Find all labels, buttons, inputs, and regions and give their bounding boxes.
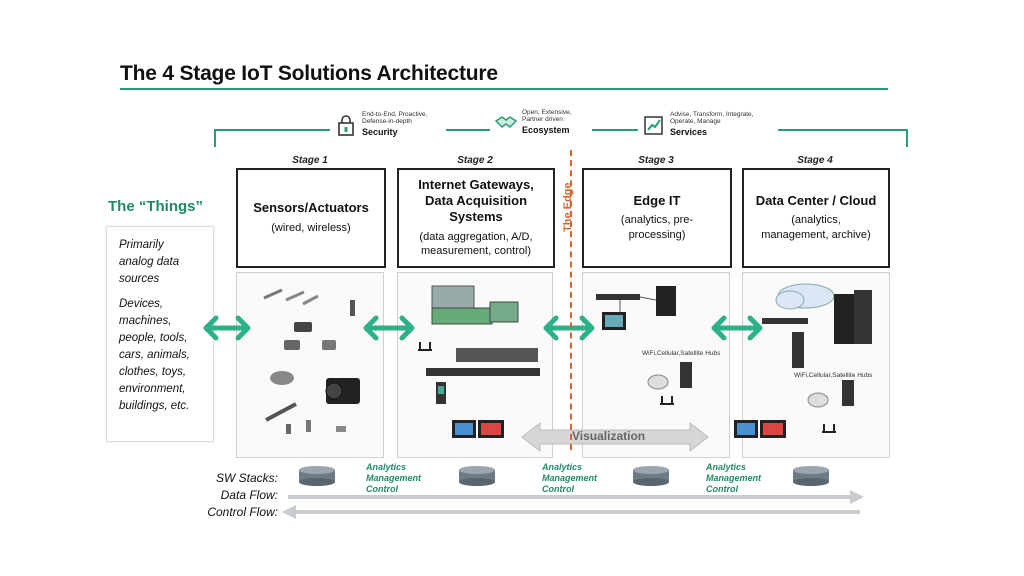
control-flow-arrow (282, 505, 860, 519)
amc-label-3: Analytics Management Control (706, 462, 761, 495)
stage-4-box: Data Center / Cloud (analytics, manageme… (742, 168, 890, 268)
amc-label-1: Analytics Management Control (366, 462, 421, 495)
amc-label-2: Analytics Management Control (542, 462, 597, 495)
amc-line: Management (366, 473, 422, 483)
things-line: Primarily (119, 239, 164, 251)
things-box: Primarily analog data sources Devices, m… (106, 226, 214, 442)
stage-1-sub: (wired, wireless) (271, 221, 351, 234)
control-flow-label: Control Flow: (207, 505, 278, 519)
things-title: The “Things” (108, 198, 203, 215)
stage-1-label: Stage 1 (292, 155, 328, 166)
amc-line: Control (706, 484, 738, 494)
stage-3-title: Edge IT (633, 193, 681, 209)
stage-4-label: Stage 4 (797, 155, 833, 166)
sw-stack-icon (459, 466, 495, 486)
amc-line: Analytics (542, 462, 583, 472)
ecosystem-service: Open, Extensive, Partner driven Ecosyste… (490, 109, 592, 136)
security-service: End-to-End, Proactive, Defense-in-depth … (330, 111, 446, 138)
lock-icon (338, 114, 354, 136)
page-title: The 4 Stage IoT Solutions Architecture (120, 62, 498, 85)
wifi-hubs-label-stage-4: WiFi,Cellular,Satellite Hubs (794, 372, 873, 379)
stage-2-label: Stage 2 (457, 155, 493, 166)
edge-label: The Edge (562, 182, 574, 232)
stage-3-label: Stage 3 (638, 155, 674, 166)
chart-icon (644, 115, 663, 135)
amc-line: Analytics (366, 462, 407, 472)
stage-2-sub-2: measurement, control) (420, 245, 532, 258)
handshake-icon (494, 115, 518, 128)
stage-3-sub-1: (analytics, pre- (620, 214, 694, 227)
things-line: buildings, etc. (119, 400, 190, 412)
stage-4-title: Data Center / Cloud (755, 193, 877, 209)
stage-2-title-2: Data Acquisition (424, 193, 528, 209)
things-line: sources (119, 273, 160, 285)
security-desc: End-to-End, Proactive, Defense-in-depth (362, 111, 428, 125)
data-center-devices-icon (734, 283, 872, 438)
sw-stack-icon (793, 466, 829, 486)
things-line: machines, (119, 315, 172, 327)
amc-line: Management (706, 473, 762, 483)
data-flow-arrow (288, 490, 864, 504)
amc-line: Management (542, 473, 598, 483)
data-flow-label: Data Flow: (220, 488, 278, 502)
stage-4-sub-1: (analytics, (791, 214, 841, 227)
things-line: clothes, toys, (119, 366, 187, 378)
services-label: Services (670, 126, 708, 137)
sensors-icon (263, 288, 360, 434)
ecosystem-desc: Open, Extensive, Partner driven (522, 109, 572, 123)
stage-3-box: Edge IT (analytics, pre- processing) (582, 168, 732, 268)
ecosystem-label: Ecosystem (522, 124, 570, 135)
things-line: analog data (119, 256, 180, 268)
stage-3-sub-2: processing) (628, 229, 686, 242)
things-line: environment, (119, 383, 186, 395)
title-underline (120, 88, 888, 90)
visualization-label: Visualization (572, 429, 646, 443)
stage-2-title-1: Internet Gateways, (418, 176, 534, 192)
amc-line: Control (366, 484, 398, 494)
sw-stack-icon (633, 466, 669, 486)
wifi-hubs-label-stage-3: WiFi,Cellular,Satellite Hubs (642, 350, 721, 357)
things-line: Devices, (119, 298, 164, 310)
stage-4-sub-2: management, archive) (761, 229, 871, 242)
stage-2-sub-1: (data aggregation, A/D, (419, 230, 533, 243)
security-label: Security (362, 126, 398, 137)
edge-it-devices-icon (596, 286, 692, 405)
sw-stacks-label: SW Stacks: (215, 471, 278, 485)
stage-2-box: Internet Gateways, Data Acquisition Syst… (397, 168, 555, 268)
stage-1-box: Sensors/Actuators (wired, wireless) (236, 168, 386, 268)
edge-divider (570, 150, 572, 450)
amc-line: Analytics (706, 462, 747, 472)
services-desc: Advise, Transform, Integrate, Operate, M… (670, 111, 754, 125)
things-line: cars, animals, (119, 349, 190, 361)
sw-stack-icon (299, 466, 335, 486)
double-arrow-icon (203, 315, 763, 341)
stage-1-title: Sensors/Actuators (253, 200, 369, 216)
stage-2-title-3: Systems (449, 209, 503, 225)
gateway-devices-icon (418, 285, 540, 438)
visualization-arrow (521, 421, 709, 453)
things-line: people, tools, (119, 332, 188, 344)
services-service: Advise, Transform, Integrate, Operate, M… (638, 111, 778, 138)
amc-line: Control (542, 484, 574, 494)
